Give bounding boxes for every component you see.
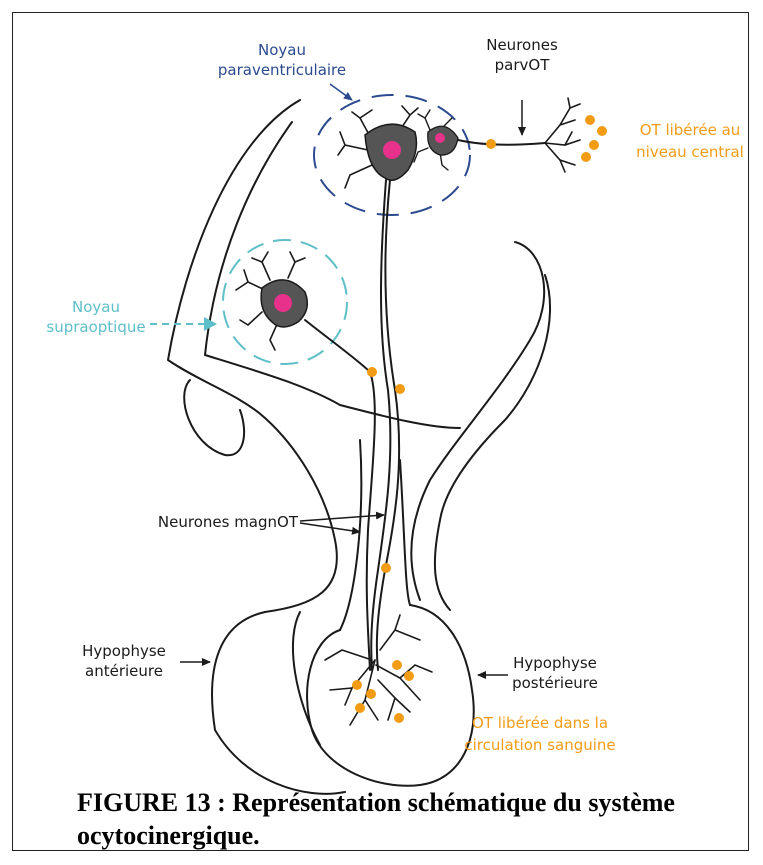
ot-dot <box>381 563 391 573</box>
ot-dot <box>352 680 362 690</box>
pvn-magno-neuron <box>338 106 418 188</box>
paraventricular-label-line2: paraventriculaire <box>218 61 346 79</box>
ot-dot <box>404 671 414 681</box>
magnot-arrow-2 <box>300 515 384 521</box>
son-neuron <box>236 252 307 350</box>
pvn-parvo-neuron <box>414 110 458 170</box>
central-release-label-line1: OT libérée au <box>640 121 741 139</box>
ot-dot <box>486 139 496 149</box>
ot-dot <box>597 126 607 136</box>
paraventricular-arrow <box>330 84 352 100</box>
caption-line-2: ocytocinergique. <box>77 819 743 852</box>
posterior-pituitary-label-line2: postérieure <box>512 674 598 692</box>
ot-dot <box>355 703 365 713</box>
supraoptic-label-line1: Noyau <box>72 298 120 316</box>
anterior-pituitary-label-line2: antérieure <box>85 662 163 680</box>
ot-dot <box>581 152 591 162</box>
ot-dot <box>395 384 405 394</box>
magnot-label: Neurones magnOT <box>158 513 299 531</box>
supraoptic-label-line2: supraoptique <box>46 318 145 336</box>
blood-release-label-line1: OT libérée dans la <box>472 714 608 732</box>
magnot-arrow-1 <box>300 523 360 532</box>
posterior-pituitary-label-line1: Hypophyse <box>513 654 597 672</box>
ot-dot <box>392 660 402 670</box>
ot-dot <box>589 140 599 150</box>
parvot-label-line1: Neurones <box>486 36 558 54</box>
ot-dot <box>585 115 595 125</box>
brain-outline <box>168 100 550 794</box>
paraventricular-label-line1: Noyau <box>258 41 306 59</box>
central-release-label-line2: niveau central <box>636 143 744 161</box>
figure-caption: FIGURE 13 : Représentation schématique d… <box>77 786 743 852</box>
ot-dot <box>366 689 376 699</box>
ot-dot <box>367 367 377 377</box>
anterior-pituitary-label-line1: Hypophyse <box>82 642 166 660</box>
blood-release-label-line2: circulation sanguine <box>464 736 615 754</box>
caption-line-1: FIGURE 13 : Représentation schématique d… <box>77 786 743 819</box>
ot-dot <box>394 713 404 723</box>
parvot-label-line2: parvOT <box>495 56 551 74</box>
parvot-terminals <box>545 98 580 172</box>
